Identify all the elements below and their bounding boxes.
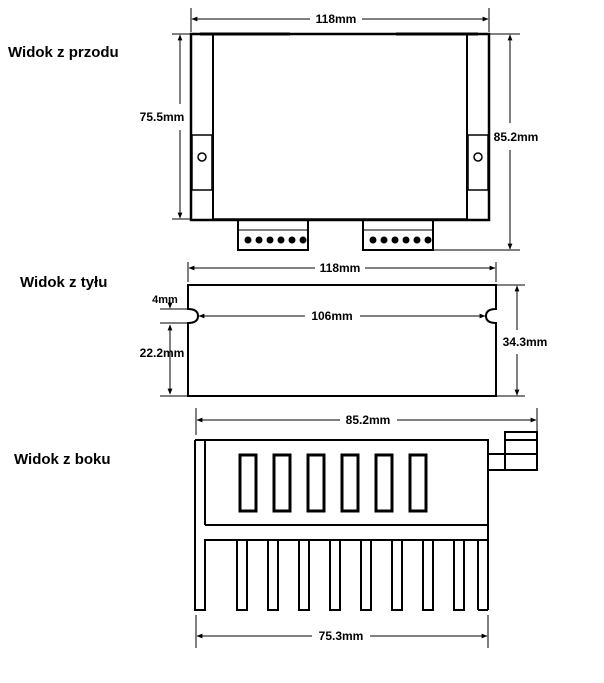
terminal-screw xyxy=(380,236,388,244)
terminal-screw xyxy=(402,236,410,244)
vent-window xyxy=(408,453,428,513)
heatsink-fin xyxy=(453,540,465,611)
heatsink-fin xyxy=(236,540,248,611)
terminal-screws-right xyxy=(369,236,432,244)
terminal-screw xyxy=(424,236,432,244)
terminal-screw xyxy=(413,236,421,244)
heatsink-fin xyxy=(267,540,279,611)
back-width-label: 118mm xyxy=(320,261,361,275)
terminal-screw xyxy=(369,236,377,244)
back-hole-offset-label: 4mm xyxy=(152,294,178,306)
terminal-screw xyxy=(288,236,296,244)
heatsink-fin xyxy=(360,540,372,611)
side-view xyxy=(194,408,538,648)
vent-window xyxy=(340,453,360,513)
heatsink-fin xyxy=(422,540,434,611)
heatsink-fin xyxy=(329,540,341,611)
side-bottom-width-label: 75.3mm xyxy=(319,629,364,643)
vent-window xyxy=(238,453,258,513)
front-outer-height-label: 85.2mm xyxy=(494,130,539,144)
vent-window xyxy=(306,453,326,513)
back-height-label: 34.3mm xyxy=(503,335,548,349)
heatsink-fins xyxy=(236,540,465,611)
back-view-label: Widok z tyłu xyxy=(20,274,108,291)
terminal-screw xyxy=(391,236,399,244)
side-view-label: Widok z boku xyxy=(14,451,111,468)
terminal-screws-left xyxy=(244,236,307,244)
terminal-screw xyxy=(277,236,285,244)
terminal-screw xyxy=(244,236,252,244)
vent-window xyxy=(374,453,394,513)
front-view-label: Widok z przodu xyxy=(8,44,119,61)
back-view xyxy=(160,262,525,397)
back-hole-spacing-label: 106mm xyxy=(311,309,352,323)
back-hole-height-label: 22.2mm xyxy=(140,346,185,360)
vent-window xyxy=(272,453,292,513)
terminal-screw xyxy=(266,236,274,244)
terminal-screw xyxy=(299,236,307,244)
heatsink-fin xyxy=(298,540,310,611)
side-top-width-label: 85.2mm xyxy=(346,413,391,427)
terminal-screw xyxy=(255,236,263,244)
heatsink-fin xyxy=(391,540,403,611)
front-view xyxy=(172,8,520,251)
front-inner-height-label: 75.5mm xyxy=(140,110,185,124)
front-width-label: 118mm xyxy=(316,12,357,26)
side-vent-windows xyxy=(238,453,428,513)
